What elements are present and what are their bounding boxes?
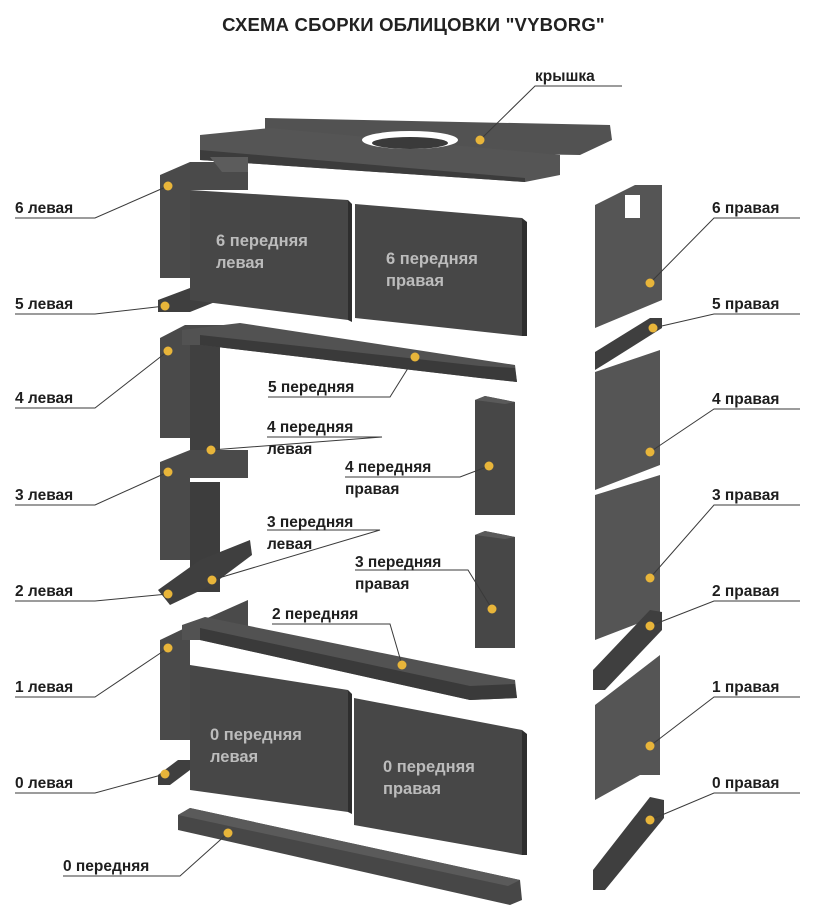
panel-6-left-line2: левая: [216, 254, 264, 272]
dot-4-right: [645, 447, 655, 457]
label-4-front-right-line2: правая: [345, 481, 399, 498]
front-panel-0-right: 0 передняя правая: [354, 698, 527, 855]
panel-6-left-line1: 6 передняя: [216, 232, 308, 250]
dot-5-front: [410, 352, 420, 362]
label-6-right: 6 правая: [712, 200, 779, 217]
label-3-front-left-line1: 3 передняя: [267, 514, 353, 531]
label-4-left: 4 левая: [15, 390, 73, 407]
label-4-front-right-line1: 4 передняя: [345, 459, 431, 476]
panel-0-left-line2: левая: [210, 748, 258, 766]
dot-4-front-left: [206, 445, 216, 455]
front-post-3-right: [475, 531, 515, 648]
panel-0-left-line1: 0 передняя: [210, 726, 302, 744]
label-3-front-right-line1: 3 передняя: [355, 554, 441, 571]
label-4-right: 4 правая: [712, 391, 779, 408]
diagram-title: СХЕМА СБОРКИ ОБЛИЦОВКИ "VYBORG": [222, 14, 605, 35]
label-3-right: 3 правая: [712, 487, 779, 504]
dot-3-right: [645, 573, 655, 583]
dot-1-right: [645, 741, 655, 751]
label-6-left: 6 левая: [15, 200, 73, 217]
front-panel-0-left: 0 передняя левая: [190, 665, 352, 814]
dot-1-left: [163, 643, 173, 653]
label-2-left: 2 левая: [15, 583, 73, 600]
dot-6-left: [163, 181, 173, 191]
dot-4-front-right: [484, 461, 494, 471]
label-0-right: 0 правая: [712, 775, 779, 792]
panel-0-right-line1: 0 передняя: [383, 758, 475, 776]
dot-3-front-right: [487, 604, 497, 614]
label-0-left: 0 левая: [15, 775, 73, 792]
label-4-front-left-line1: 4 передняя: [267, 419, 353, 436]
dot-0-front: [223, 828, 233, 838]
dot-3-left: [163, 467, 173, 477]
label-2-right: 2 правая: [712, 583, 779, 600]
right-side-pieces: [593, 185, 664, 890]
front-panel-6-right: 6 передняя правая: [355, 204, 527, 336]
label-3-left: 3 левая: [15, 487, 73, 504]
leader-lines: [15, 85, 800, 877]
label-5-left: 5 левая: [15, 296, 73, 313]
front-post-4-right: [475, 396, 515, 515]
panel-6-right-line1: 6 передняя: [386, 250, 478, 268]
dot-2-left: [163, 589, 173, 599]
panel-0-right-line2: правая: [383, 780, 441, 798]
dot-5-right: [648, 323, 658, 333]
dot-lid: [475, 135, 485, 145]
label-3-front-right-line2: правая: [355, 576, 409, 593]
marker-dots: [160, 135, 658, 838]
label-4-front-left-line2: левая: [267, 441, 312, 458]
panel-6-right-line2: правая: [386, 272, 444, 290]
label-5-front: 5 передняя: [268, 379, 354, 396]
dot-0-right: [645, 815, 655, 825]
dot-0-left: [160, 769, 170, 779]
label-1-left: 1 левая: [15, 679, 73, 696]
left-side-pieces: [158, 157, 252, 785]
front-rail-0: [178, 808, 522, 905]
dot-2-right: [645, 621, 655, 631]
lid-piece: [200, 118, 612, 182]
dot-3-front-left: [207, 575, 217, 585]
dot-4-left: [163, 346, 173, 356]
label-2-front: 2 передняя: [272, 606, 358, 623]
dot-5-left: [160, 301, 170, 311]
front-rail-2: [182, 617, 517, 700]
front-panel-6-left: 6 передняя левая: [190, 190, 352, 322]
label-3-front-left-line2: левая: [267, 536, 312, 553]
dot-6-right: [645, 278, 655, 288]
label-lid: крышка: [535, 68, 595, 85]
dot-2-front: [397, 660, 407, 670]
label-1-right: 1 правая: [712, 679, 779, 696]
label-5-right: 5 правая: [712, 296, 779, 313]
labels: крышка 6 левая 5 левая 4 левая 3 левая 2…: [15, 68, 779, 875]
label-0-front: 0 передняя: [63, 858, 149, 875]
front-rail-5: [182, 323, 517, 382]
